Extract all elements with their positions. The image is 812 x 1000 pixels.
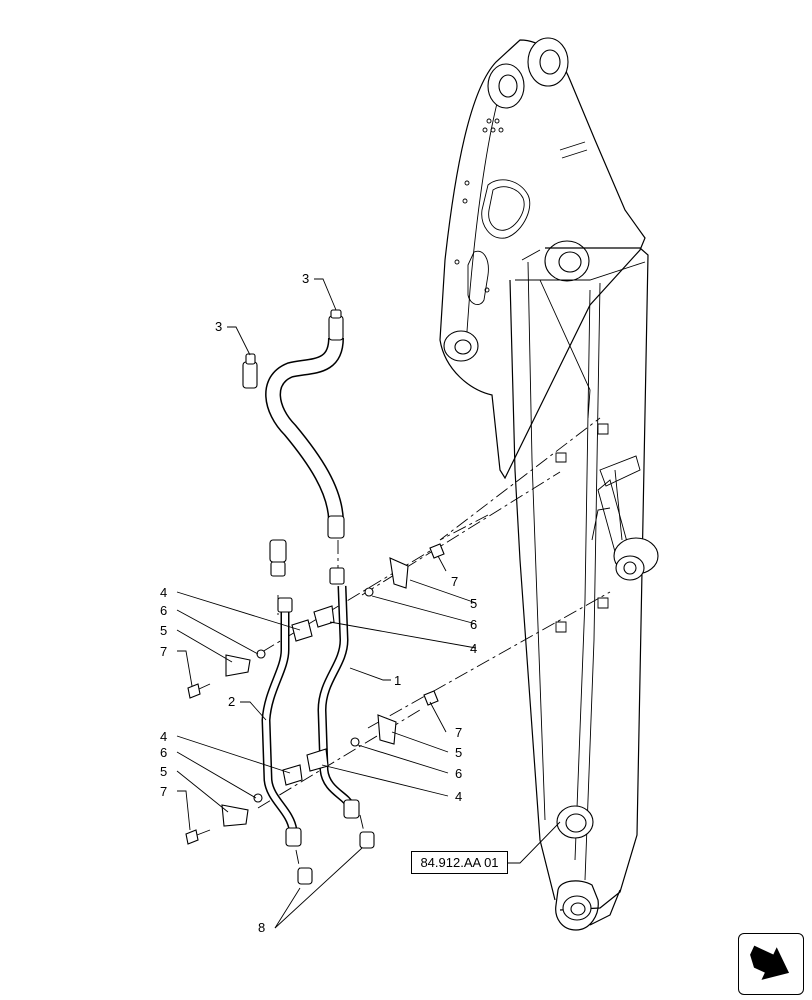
next-page-arrow-icon[interactable] xyxy=(738,933,804,995)
callout-7-lower-left: 7 xyxy=(160,784,167,799)
bolts xyxy=(185,543,445,845)
callout-5-lower-right: 5 xyxy=(455,745,462,760)
pipe-1 xyxy=(317,585,375,849)
callout-numbers: 3 3 7 5 6 4 4 6 5 7 1 2 7 5 6 4 4 6 5 7 … xyxy=(160,271,477,935)
callout-7-upper-right: 7 xyxy=(451,574,458,589)
callout-1: 1 xyxy=(394,673,401,688)
callout-4-upper-right: 4 xyxy=(470,641,477,656)
callout-3-left: 3 xyxy=(215,319,222,334)
callout-7-lower-right: 7 xyxy=(455,725,462,740)
callout-6-upper-right: 6 xyxy=(470,617,477,632)
arrow-glyph xyxy=(750,945,790,980)
callout-6-lower-left: 6 xyxy=(160,745,167,760)
callout-5-upper-right: 5 xyxy=(470,596,477,611)
reference-code-label: 84.912.AA 01 xyxy=(411,851,508,874)
pipe-2 xyxy=(261,597,313,885)
callout-leaders xyxy=(176,278,561,929)
callout-3-top: 3 xyxy=(302,271,309,286)
hose-right xyxy=(265,309,345,585)
callout-4-upper-left: 4 xyxy=(160,585,167,600)
callout-5-upper-left: 5 xyxy=(160,623,167,638)
callout-4-lower-left: 4 xyxy=(160,729,167,744)
callout-8: 8 xyxy=(258,920,265,935)
washers xyxy=(253,587,374,803)
callout-6-lower-right: 6 xyxy=(455,766,462,781)
callout-7-upper-left: 7 xyxy=(160,644,167,659)
callout-4-lower-right: 4 xyxy=(455,789,462,804)
callout-2: 2 xyxy=(228,694,235,709)
clamp-plates xyxy=(221,557,409,827)
callout-5-lower-left: 5 xyxy=(160,764,167,779)
clamp-blocks xyxy=(282,605,335,786)
callout-6-upper-left: 6 xyxy=(160,603,167,618)
assembly-axis-lines xyxy=(257,417,611,871)
hose-left xyxy=(178,353,287,577)
excavator-arm xyxy=(439,37,659,931)
